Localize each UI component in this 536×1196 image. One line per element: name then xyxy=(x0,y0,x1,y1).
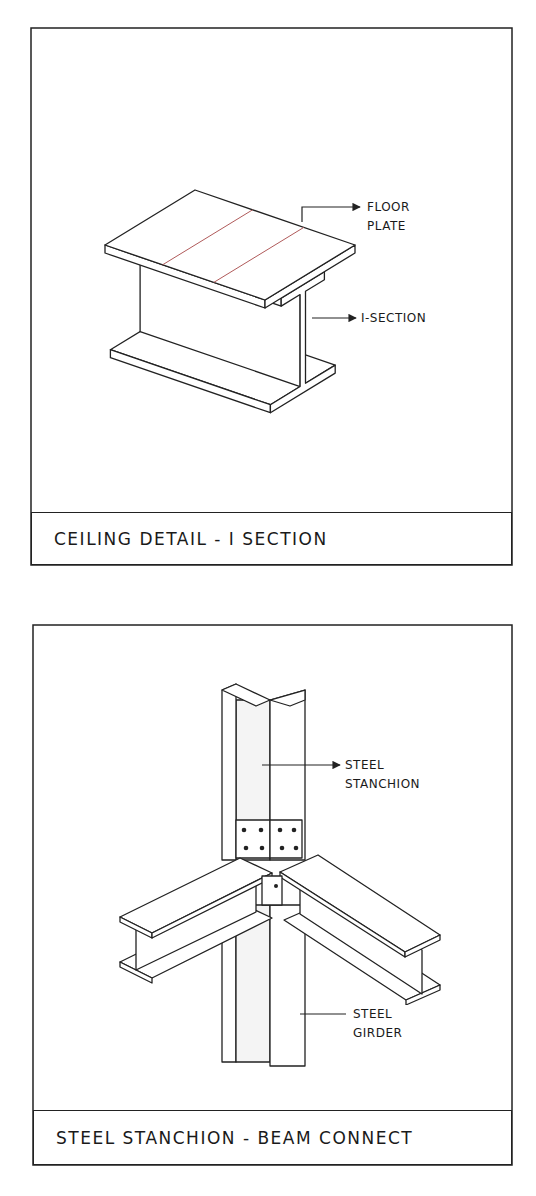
seat-cleat xyxy=(262,876,282,905)
flange-edge xyxy=(405,935,440,957)
column-flange xyxy=(222,684,236,860)
flange-edge xyxy=(280,872,405,957)
bolt xyxy=(259,828,264,833)
bolt xyxy=(244,846,249,851)
bolt xyxy=(294,846,299,851)
part-label: FLOOR PLATE xyxy=(366,198,438,235)
stanchion-beam-drawing xyxy=(120,684,440,1066)
leader-lines xyxy=(262,207,360,1014)
part-label: STEEL STANCHION xyxy=(344,756,446,793)
column-web xyxy=(236,700,270,860)
panel-frame xyxy=(33,625,512,1165)
i-section-drawing xyxy=(105,190,355,413)
bolt xyxy=(278,828,283,833)
part-label: STEEL GIRDER xyxy=(352,1005,424,1042)
plate-joint xyxy=(214,227,304,282)
beam-top-flange xyxy=(120,858,272,933)
bolt xyxy=(274,884,278,888)
caption-text: STEEL STANCHION - BEAM CONNECT xyxy=(56,1128,413,1148)
flange-edge xyxy=(120,917,152,938)
part-label: I-SECTION xyxy=(360,309,482,328)
bolt xyxy=(260,846,265,851)
bolt xyxy=(242,828,247,833)
bolt xyxy=(280,846,285,851)
plate-joint xyxy=(163,210,253,265)
column-top xyxy=(222,684,270,706)
beam-top-flange xyxy=(280,855,440,952)
panel-frame xyxy=(31,28,512,565)
flange-edge xyxy=(152,873,272,938)
cleat-plate xyxy=(270,820,302,858)
column-flange xyxy=(270,690,305,860)
caption-band: CEILING DETAIL - I SECTION xyxy=(31,512,512,565)
column-top xyxy=(270,690,305,706)
bolt xyxy=(292,828,297,833)
caption-text: CEILING DETAIL - I SECTION xyxy=(54,529,328,549)
flange-edge xyxy=(406,985,440,1005)
caption-band: STEEL STANCHION - BEAM CONNECT xyxy=(33,1110,512,1165)
cleat-plate xyxy=(236,820,270,858)
